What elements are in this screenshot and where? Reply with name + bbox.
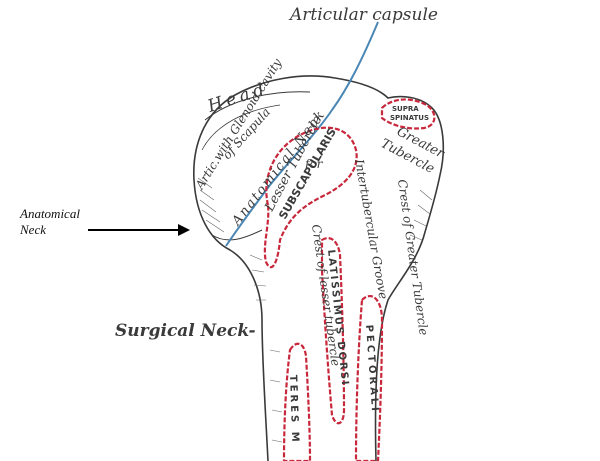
bone-outline (193, 75, 445, 461)
anatomical-neck-external-label-line2: Neck (19, 222, 46, 237)
surgical-neck-label: Surgical Neck- (115, 321, 256, 341)
crest-greater-tubercle-label: Crest of Greater Tubercle (395, 178, 431, 336)
capsule-line (225, 21, 379, 247)
latissimus-attachment (320, 237, 346, 425)
supraspinatus-label-line2: SPINATUS (390, 114, 429, 122)
teres-attachment (282, 342, 312, 461)
bone-shading (197, 177, 433, 443)
pectoralis-label: PECTORALI (363, 324, 380, 414)
supraspinatus-label-line1: SUPRA (392, 105, 419, 113)
for-label: for (304, 157, 324, 171)
articular-capsule-label: Articular capsule (288, 5, 438, 25)
intertubercular-groove-label: Intertubercular Groove (352, 157, 391, 300)
muscle-attachments (263, 98, 436, 461)
supraspinatus-attachment (380, 98, 436, 130)
anatomical-neck-arrow (88, 224, 190, 236)
subscapularis-attachment (263, 126, 358, 269)
pectoralis-attachment (354, 295, 384, 461)
anatomical-neck-external-label-line1: Anatomical (19, 206, 80, 221)
teres-label: TERES M (287, 375, 300, 445)
